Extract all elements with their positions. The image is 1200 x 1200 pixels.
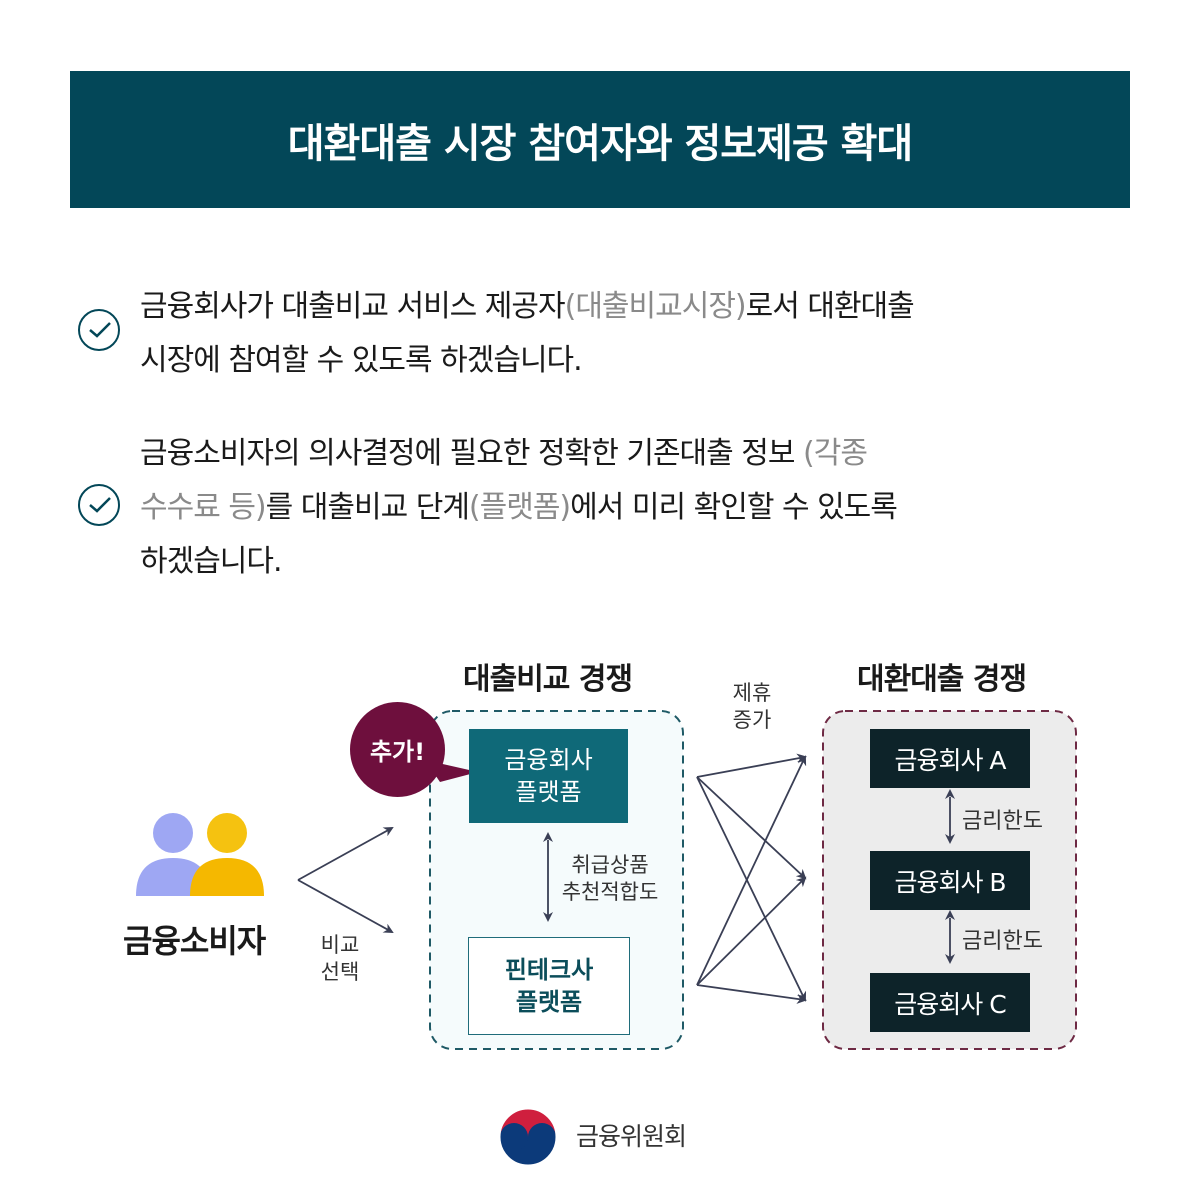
consumer-label: 금융소비자 bbox=[123, 922, 266, 960]
org-name: 금융위원회 bbox=[576, 1122, 687, 1151]
emblem-spacer bbox=[498, 1105, 558, 1165]
rate-limit-label-2: 금리한도 bbox=[962, 929, 1043, 954]
consumer-people-icon bbox=[136, 813, 264, 896]
bullet-2-line-2: 수수료 등)를 대출비교 단계(플랫폼)에서 미리 확인할 수 있도록 bbox=[140, 490, 898, 525]
bullet-2-line-3: 하겠습니다. bbox=[140, 544, 283, 579]
government-emblem-icon bbox=[499, 1108, 557, 1166]
company-a-box: 금융회사 A bbox=[870, 729, 1030, 788]
bullet-2-line-1: 금융소비자의 의사결정에 필요한 정확한 기존대출 정보 (각종 bbox=[140, 436, 868, 471]
bullet-1-line-2: 시장에 참여할 수 있도록 하겠습니다. bbox=[140, 343, 583, 378]
page-title: 대환대출 시장 참여자와 정보제공 확대 bbox=[287, 120, 914, 167]
loan-compare-title: 대출비교 경쟁 bbox=[463, 662, 633, 697]
title-banner: 대환대출 시장 참여자와 정보제공 확대 bbox=[70, 71, 1130, 208]
company-c-box: 금융회사 C bbox=[870, 973, 1030, 1032]
added-badge: 추가! bbox=[350, 702, 445, 797]
bullet-1-line-1: 금융회사가 대출비교 서비스 제공자(대출비교시장)로서 대환대출 bbox=[140, 289, 915, 324]
rate-limit-label-1: 금리한도 bbox=[962, 809, 1043, 834]
check-circle-icon bbox=[78, 484, 120, 526]
footer: 금융위원회 bbox=[498, 1105, 687, 1165]
check-circle-icon bbox=[78, 309, 120, 351]
company-b-box: 금융회사 B bbox=[870, 851, 1030, 910]
refinance-title: 대환대출 경쟁 bbox=[857, 662, 1027, 697]
